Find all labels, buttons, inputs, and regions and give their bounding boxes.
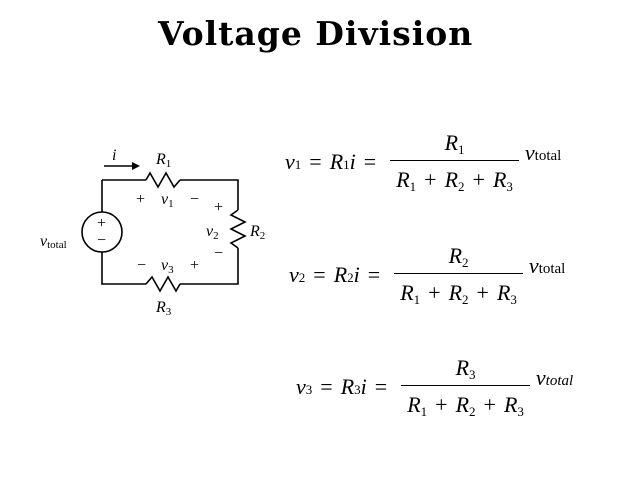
denominator-term: R3: [496, 280, 517, 307]
denominator-term: R3: [492, 167, 513, 194]
denominator-term: R1: [396, 167, 417, 194]
plus-operator: +: [424, 167, 437, 192]
denominator-term: R1: [400, 280, 421, 307]
denominator: R1 + R2 + R3: [401, 385, 530, 418]
source-minus: −: [97, 232, 106, 249]
v2-plus: +: [214, 199, 223, 216]
page-title: Voltage Division: [158, 14, 474, 53]
source-label: vtotal: [40, 233, 67, 251]
resistor-r1: [145, 171, 181, 189]
denominator: R1 + R2 + R3: [394, 273, 523, 306]
v1-plus: +: [136, 191, 145, 208]
plus-operator: +: [428, 280, 441, 305]
denominator-term: R3: [503, 392, 524, 419]
v3-minus: −: [137, 257, 146, 274]
wire-top-right: [180, 179, 239, 210]
v2-label: v2: [206, 223, 219, 242]
v3-plus: +: [190, 257, 199, 274]
v2-minus: −: [214, 245, 223, 262]
denominator: R1 + R2 + R3: [390, 160, 519, 193]
v1-label: v1: [161, 191, 174, 210]
denominator-term: R2: [444, 167, 465, 194]
resistor-r3: [145, 275, 181, 293]
denominator-term: R2: [448, 280, 469, 307]
numerator: R1: [444, 130, 465, 157]
denominator-term: R2: [455, 392, 476, 419]
plus-operator: +: [472, 167, 485, 192]
r3-label: R3: [155, 299, 172, 318]
plus-operator: +: [483, 392, 496, 417]
denominator-term: R1: [407, 392, 428, 419]
source-plus: +: [97, 215, 106, 232]
plus-operator: +: [476, 280, 489, 305]
voltage-source: [81, 211, 123, 253]
numerator: R3: [455, 355, 476, 382]
r2-label: R2: [249, 223, 265, 242]
r1-label: R1: [155, 151, 171, 170]
wire-bottom-left: [101, 252, 146, 285]
v1-minus: −: [190, 191, 199, 208]
numerator: R2: [448, 243, 469, 270]
wire-right-bottom: [180, 248, 239, 285]
plus-operator: +: [435, 392, 448, 417]
current-arrowhead: [132, 162, 140, 170]
current-label: i: [112, 147, 116, 164]
v3-label: v3: [161, 257, 174, 276]
resistor-r2: [229, 209, 247, 249]
